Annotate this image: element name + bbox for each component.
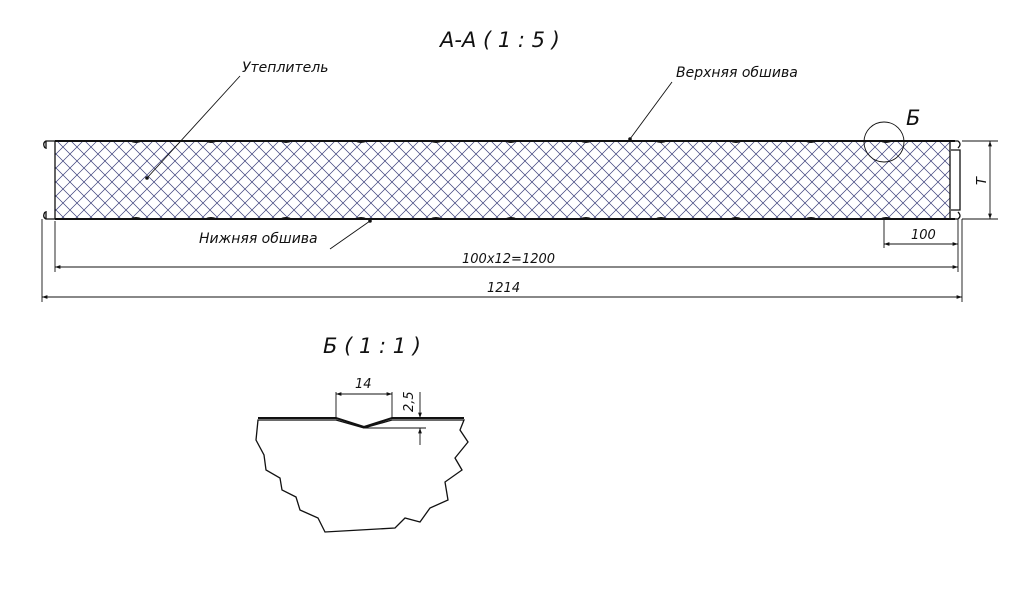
detail-title: Б ( 1 : 1 ) [323, 334, 421, 358]
section-title: А-А ( 1 : 5 ) [438, 28, 560, 52]
rib-total-dimension: 100х12=1200 [54, 221, 959, 272]
insulation-core [55, 141, 950, 219]
thickness-dimension: Т [962, 140, 998, 220]
detail-view: 14 2,5 [255, 377, 469, 533]
detail-marker-circle [863, 121, 905, 163]
left-lock-profile [43, 140, 56, 220]
detail-outline [255, 419, 469, 533]
leader-top-skin [629, 81, 673, 140]
groove-depth-value: 2,5 [402, 391, 417, 412]
panel-section [43, 140, 961, 220]
detail-marker-label: Б [906, 106, 920, 130]
rib-total-value: 100х12=1200 [462, 252, 555, 267]
rib-grooves [129, 140, 893, 220]
groove-width-value: 14 [355, 377, 372, 392]
label-insulation: Утеплитель [242, 60, 328, 76]
thickness-value: Т [975, 176, 990, 185]
overall-value: 1214 [487, 281, 520, 296]
rib-pitch-dimension: 100 [883, 219, 959, 248]
rib-pitch-value: 100 [911, 228, 936, 243]
leader-insulation [146, 75, 241, 179]
leader-bottom-skin [329, 220, 371, 250]
right-lock-profile [949, 140, 961, 220]
label-bottom-skin: Нижняя обшива [199, 231, 318, 247]
label-top-skin: Верхняя обшива [676, 65, 798, 81]
overall-dimension: 1214 [41, 219, 963, 302]
